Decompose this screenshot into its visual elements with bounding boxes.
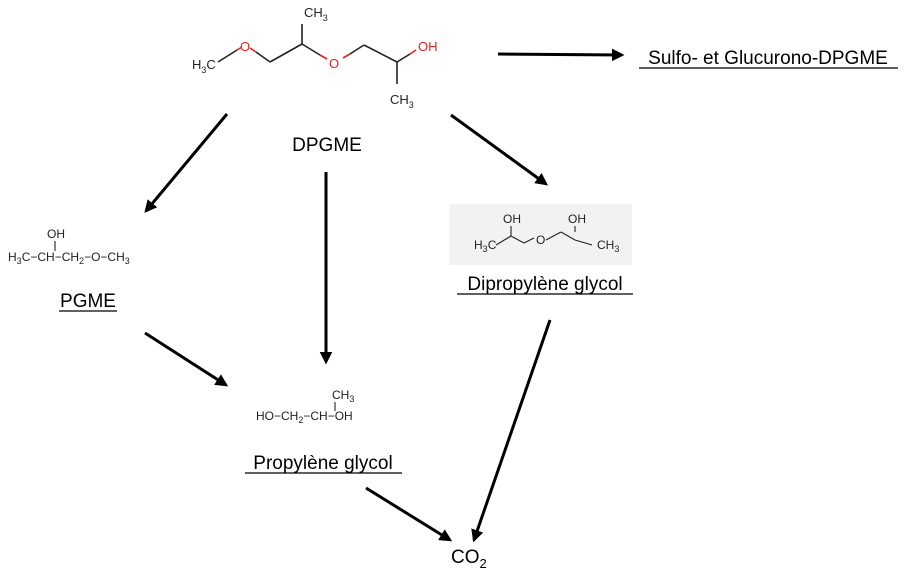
arrow-dpgme-to-pgme [144, 113, 229, 213]
bond [255, 51, 271, 63]
pg-formula: HO−CH2−CH−OH [256, 409, 353, 425]
dpgme-h3c: H3C [192, 57, 216, 75]
dipropylene-glycol-label: Dipropylène glycol [467, 274, 622, 295]
co2-label: CO2 [451, 547, 487, 571]
bond [396, 53, 411, 63]
bond [523, 237, 535, 244]
pgme-label: PGME [60, 291, 116, 312]
bond [363, 44, 398, 63]
arrow-dpgme-to-sulfo [497, 48, 625, 62]
dpgme-hydroxyl: OH [418, 39, 438, 54]
dpg-ch3: CH3 [597, 238, 619, 254]
pgme-formula: H3C−CH−CH2−O−CH3 [8, 250, 130, 266]
dipropylene-glycol-structure: OH OH O H3C CH3 [449, 204, 632, 265]
structure-background [449, 204, 632, 265]
dpgme-oxygen-1: O [240, 39, 250, 54]
dpgme-oxygen-2: O [329, 56, 339, 71]
bond [236, 46, 243, 51]
dpgme-ch3-bottom: CH3 [390, 92, 414, 110]
bond [217, 49, 238, 63]
bond [301, 43, 321, 56]
dpgme-label: DPGME [292, 135, 362, 156]
arrow-dpgme-to-dipropylene-glycol [450, 113, 549, 186]
dpg-oxygen: O [536, 233, 545, 247]
bond [249, 47, 257, 53]
dpg-hydroxyl-1: OH [503, 212, 521, 226]
bond [409, 49, 417, 55]
dpgme-structure: H3C O O CH3 OH CH3 [192, 5, 438, 110]
sulfo-glucurono-label: Sulfo- et Glucurono-DPGME [648, 48, 888, 69]
bond [319, 54, 328, 60]
bond [560, 231, 593, 246]
dpg-hydroxyl-2: OH [568, 212, 586, 226]
arrow-dipropylene-glycol-to-co2 [471, 319, 552, 543]
pgme-structure: OH H3C−CH−CH2−O−CH3 [8, 227, 130, 266]
propylene-glycol-structure: CH3 HO−CH2−CH−OH [256, 388, 354, 425]
arrow-propylene-glycol-to-co2 [365, 486, 453, 542]
bond [342, 53, 351, 59]
pg-ch3: CH3 [332, 388, 354, 404]
dpg-h3c: H3C [474, 238, 497, 254]
bond [269, 43, 303, 63]
bond [349, 44, 365, 55]
arrow-pgme-to-propylene-glycol [144, 331, 229, 387]
pgme-hydroxyl: OH [47, 227, 65, 241]
bond [545, 231, 562, 241]
dpgme-ch3-top: CH3 [304, 5, 328, 23]
propylene-glycol-label: Propylène glycol [253, 453, 392, 474]
